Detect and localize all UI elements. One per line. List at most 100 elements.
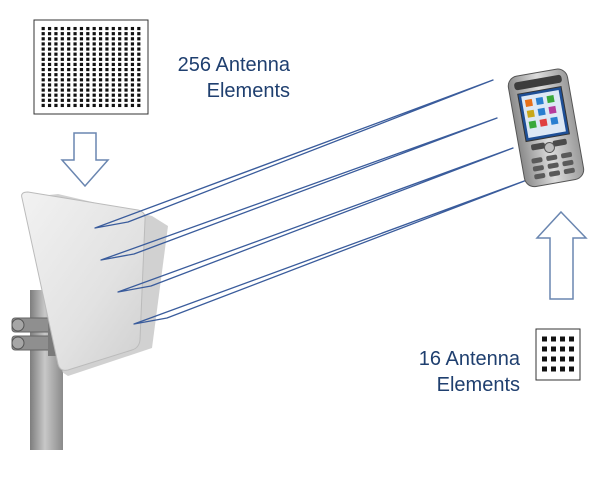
antenna-element: [54, 83, 58, 87]
antenna-element: [60, 88, 64, 92]
antenna-element: [118, 47, 122, 51]
antenna-element: [47, 98, 52, 102]
antenna-element: [118, 52, 122, 56]
antenna-element: [98, 52, 103, 56]
antenna-element: [111, 62, 115, 67]
antenna-element: [137, 93, 141, 97]
antenna-element: [124, 78, 128, 82]
antenna-element: [118, 57, 122, 61]
antenna-element: [569, 366, 574, 372]
antenna-element: [79, 52, 84, 56]
antenna-element: [569, 336, 574, 342]
antenna-element: [137, 52, 141, 56]
antenna-element: [111, 103, 115, 108]
antenna-element: [79, 93, 84, 97]
antenna-element: [41, 73, 45, 77]
antenna-element: [73, 57, 77, 61]
antenna-element: [542, 366, 547, 372]
antenna-element: [98, 98, 103, 102]
antenna-element: [60, 98, 64, 102]
antenna-element: [41, 42, 45, 46]
antenna-element: [92, 37, 96, 41]
antenna-element: [137, 67, 141, 72]
antenna-element: [105, 52, 109, 56]
antenna-element: [105, 88, 109, 92]
antenna-element: [124, 62, 128, 67]
antenna-element: [41, 52, 45, 56]
antenna-element: [41, 26, 45, 31]
antenna-element: [47, 32, 52, 36]
antenna-element: [54, 88, 58, 92]
antenna-element: [137, 47, 141, 51]
antenna-element: [79, 83, 84, 87]
antenna-element: [118, 83, 122, 87]
beam-2: [100, 117, 498, 261]
antenna-element: [124, 52, 128, 56]
antenna-element: [73, 73, 77, 77]
antenna-element: [79, 62, 84, 67]
antenna-element: [130, 47, 135, 51]
antenna-element: [98, 42, 103, 46]
antenna-element: [118, 42, 122, 46]
antenna-element: [111, 26, 115, 31]
antenna-element: [54, 67, 58, 72]
small-array-box: [535, 328, 581, 381]
antenna-element: [67, 62, 71, 67]
antenna-element: [92, 52, 96, 56]
antenna-element: [73, 93, 77, 97]
antenna-element: [118, 32, 122, 36]
antenna-element: [47, 47, 52, 51]
antenna-element: [111, 78, 115, 82]
antenna-element: [67, 67, 71, 72]
antenna-element: [92, 47, 96, 51]
antenna-element: [54, 32, 58, 36]
antenna-element: [86, 37, 90, 41]
antenna-element: [124, 37, 128, 41]
antenna-element: [98, 78, 103, 82]
antenna-element: [79, 73, 84, 77]
antenna-element: [118, 93, 122, 97]
antenna-element: [130, 67, 135, 72]
antenna-element: [86, 83, 90, 87]
antenna-element: [54, 62, 58, 67]
antenna-element: [79, 78, 84, 82]
antenna-element: [67, 78, 71, 82]
antenna-element: [98, 47, 103, 51]
antenna-element: [92, 78, 96, 82]
antenna-element: [111, 52, 115, 56]
beam-1: [94, 79, 494, 229]
antenna-element: [124, 73, 128, 77]
antenna-element: [79, 42, 84, 46]
antenna-element: [86, 67, 90, 72]
antenna-element: [98, 93, 103, 97]
antenna-element: [560, 366, 565, 372]
antenna-element: [124, 42, 128, 46]
antenna-element: [98, 57, 103, 61]
antenna-element: [111, 88, 115, 92]
antenna-element: [47, 62, 52, 67]
antenna-element: [47, 67, 52, 72]
antenna-element: [92, 98, 96, 102]
antenna-element: [67, 32, 71, 36]
antenna-element: [92, 57, 96, 61]
antenna-element: [60, 32, 64, 36]
antenna-element: [67, 73, 71, 77]
antenna-element: [67, 47, 71, 51]
antenna-element: [60, 47, 64, 51]
antenna-element: [92, 26, 96, 31]
antenna-element: [124, 47, 128, 51]
antenna-element: [118, 103, 122, 108]
antenna-element: [130, 73, 135, 77]
antenna-element: [60, 67, 64, 72]
antenna-element: [98, 62, 103, 67]
antenna-element: [130, 62, 135, 67]
antenna-element: [86, 103, 90, 108]
antenna-element: [54, 98, 58, 102]
antenna-element: [130, 26, 135, 31]
antenna-element: [67, 98, 71, 102]
antenna-element: [137, 32, 141, 36]
antenna-element: [67, 42, 71, 46]
antenna-element: [54, 57, 58, 61]
antenna-element: [73, 32, 77, 36]
antenna-element: [111, 47, 115, 51]
